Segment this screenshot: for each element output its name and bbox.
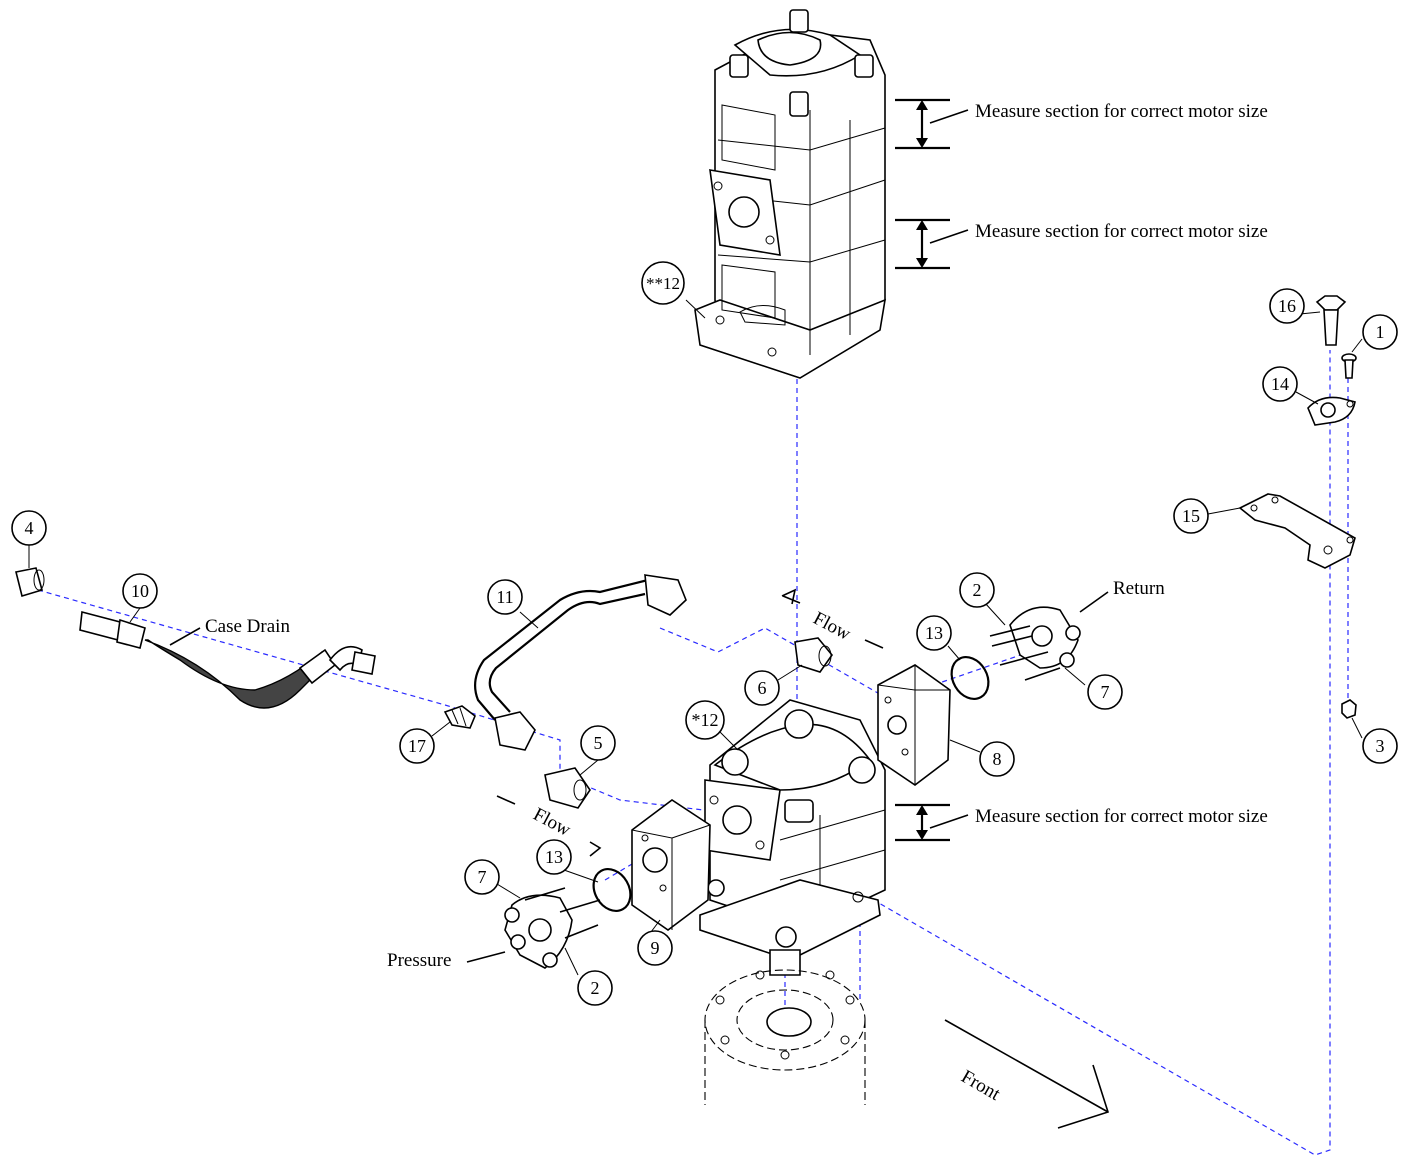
upper-motor <box>694 9 887 379</box>
lower-pump <box>699 699 886 976</box>
callout-13b: 13 <box>545 847 563 867</box>
callout-7b: 7 <box>1101 682 1110 702</box>
gearbox-base <box>704 969 866 1105</box>
callout-2a: 2 <box>973 580 982 600</box>
pressure-flange <box>504 887 601 969</box>
flange-block-9 <box>631 799 711 931</box>
front-direction-arrow <box>944 1019 1110 1129</box>
case-drain-label: Case Drain <box>205 616 290 637</box>
screw-1 <box>1341 353 1357 379</box>
callout-circles <box>11 261 1398 1006</box>
callout-8: 8 <box>993 749 1002 769</box>
assembly-leader-lines <box>37 350 1349 1156</box>
measure-label-2: Measure section for correct motor size <box>975 221 1268 242</box>
case-drain-hose <box>15 567 376 709</box>
flange-block-8 <box>877 664 951 786</box>
measure-bracket-2 <box>895 218 969 270</box>
callout-7a: 7 <box>478 867 487 887</box>
callout-2b: 2 <box>591 978 600 998</box>
flow-label-2: Flow <box>530 804 575 841</box>
callout-4: 4 <box>25 518 34 538</box>
o-ring-13b <box>592 868 632 912</box>
fitting-5 <box>544 767 591 809</box>
callout-15: 15 <box>1182 506 1200 526</box>
callout-9: 9 <box>651 938 660 958</box>
callout-16: 16 <box>1278 296 1296 316</box>
measure-bracket-1 <box>895 98 969 150</box>
bracket-14 <box>1307 396 1356 426</box>
callout-leaders <box>28 299 1363 976</box>
callout-5: 5 <box>594 733 603 753</box>
measure-label-3: Measure section for correct motor size <box>975 806 1268 827</box>
fitting-6 <box>794 637 834 673</box>
callout-14: 14 <box>1271 374 1289 394</box>
return-label: Return <box>1113 578 1165 599</box>
front-label: Front <box>958 1066 1005 1105</box>
nut-3 <box>1341 699 1357 719</box>
tube-11 <box>473 574 687 751</box>
callout-3: 3 <box>1376 736 1385 756</box>
bolt-16 <box>1315 295 1347 346</box>
return-flange <box>989 606 1081 681</box>
o-ring-13a <box>950 656 990 700</box>
callout-12a: **12 <box>646 274 680 293</box>
callout-13a: 13 <box>925 623 943 643</box>
measure-label-1: Measure section for correct motor size <box>975 101 1268 122</box>
measure-bracket-3 <box>895 803 969 842</box>
callout-6: 6 <box>758 678 767 698</box>
pressure-label: Pressure <box>387 950 451 971</box>
callout-17: 17 <box>408 736 426 756</box>
callout-12b: *12 <box>692 710 719 730</box>
bracket-15 <box>1238 493 1356 569</box>
callout-1: 1 <box>1376 322 1385 342</box>
callout-11: 11 <box>496 587 513 607</box>
fitting-17 <box>443 705 476 729</box>
callout-numbers: 1 2 2 3 4 5 6 7 7 8 9 10 11 **12 *12 13 … <box>25 274 1385 998</box>
callout-10: 10 <box>131 581 149 601</box>
